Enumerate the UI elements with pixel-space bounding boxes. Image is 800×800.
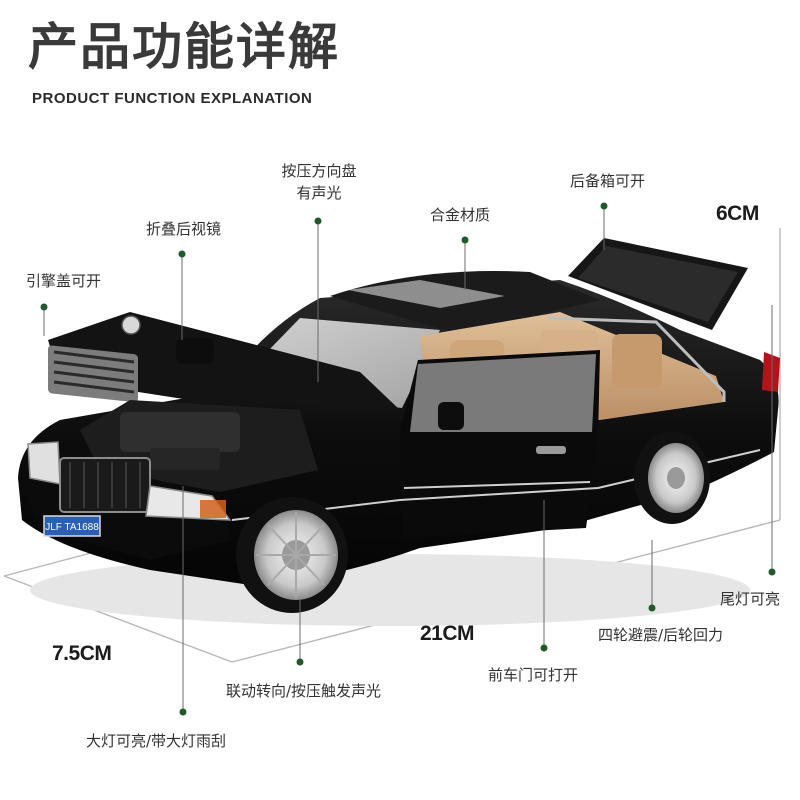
callout-front-door: 前车门可打开 [488, 666, 579, 684]
callout-suspension: 四轮避震/后轮回力 [598, 626, 724, 644]
license-plate [43, 515, 101, 537]
rear-wheel [634, 432, 710, 524]
callout-dots [40, 202, 776, 716]
callout-steering-line2: 有声光 [296, 184, 342, 202]
callout-linked-steering: 联动转向/按压触发声光 [226, 682, 382, 700]
sunroof [348, 280, 505, 308]
hood-grille [48, 315, 141, 403]
callout-folding-mirror: 折叠后视镜 [146, 220, 222, 238]
callout-lines [43, 206, 773, 712]
callout-engine-hood: 引擎盖可开 [26, 272, 102, 290]
page-subtitle: PRODUCT FUNCTION EXPLANATION [32, 90, 313, 107]
tail-light [762, 352, 780, 392]
callout-headlight: 大灯可亮/带大灯雨刮 [86, 732, 227, 750]
front-grille [59, 457, 151, 513]
callout-tail-light: 尾灯可亮 [720, 590, 781, 608]
callout-steering: 按压方向盘 有声光 [270, 160, 368, 204]
license-plate-text: JLF TA1688 [45, 522, 99, 533]
dimension-width: 7.5CM [52, 642, 112, 665]
dimension-height: 6CM [716, 202, 759, 225]
side-mirror [438, 402, 464, 430]
page-title: 产品功能详解 [28, 18, 340, 76]
front-wheel [236, 497, 348, 613]
dimension-length: 21CM [420, 622, 475, 645]
callout-trunk: 后备箱可开 [570, 172, 646, 190]
callout-alloy: 合金材质 [430, 206, 491, 224]
callout-steering-line1: 按压方向盘 [281, 162, 357, 180]
headlight-left [27, 441, 61, 485]
